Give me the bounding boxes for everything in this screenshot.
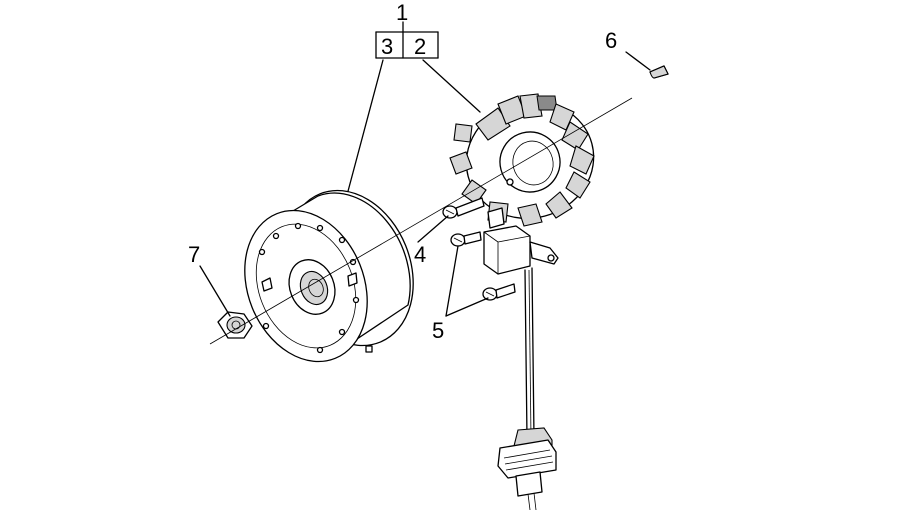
wire-harness [524,267,535,439]
pickup-screw-lower [482,283,516,301]
stator [449,93,595,227]
pickup-coil [483,207,559,275]
leader-4 [417,215,449,243]
leader-3 [346,59,384,196]
flywheel-rotor [244,189,414,363]
leader-7 [199,265,231,317]
callout-4: 4 [414,242,426,267]
leader-5b [445,297,489,317]
pickup-screw-upper [450,231,482,247]
callout-2: 2 [414,34,426,59]
wire-connector [497,427,557,511]
callout-6: 6 [605,28,617,53]
woodruff-key [649,65,669,79]
callout-3: 3 [381,34,393,59]
callout-group-1: 1 3 2 [375,0,439,59]
callout-7: 7 [188,242,200,267]
callout-5: 5 [432,318,444,343]
leader-6 [625,51,651,71]
callout-1: 1 [396,0,408,25]
assembly-axis-line [209,97,633,345]
leader-5a [445,245,459,317]
leader-2 [422,59,481,113]
stator-screw [442,197,485,219]
flywheel-nut [217,311,253,339]
